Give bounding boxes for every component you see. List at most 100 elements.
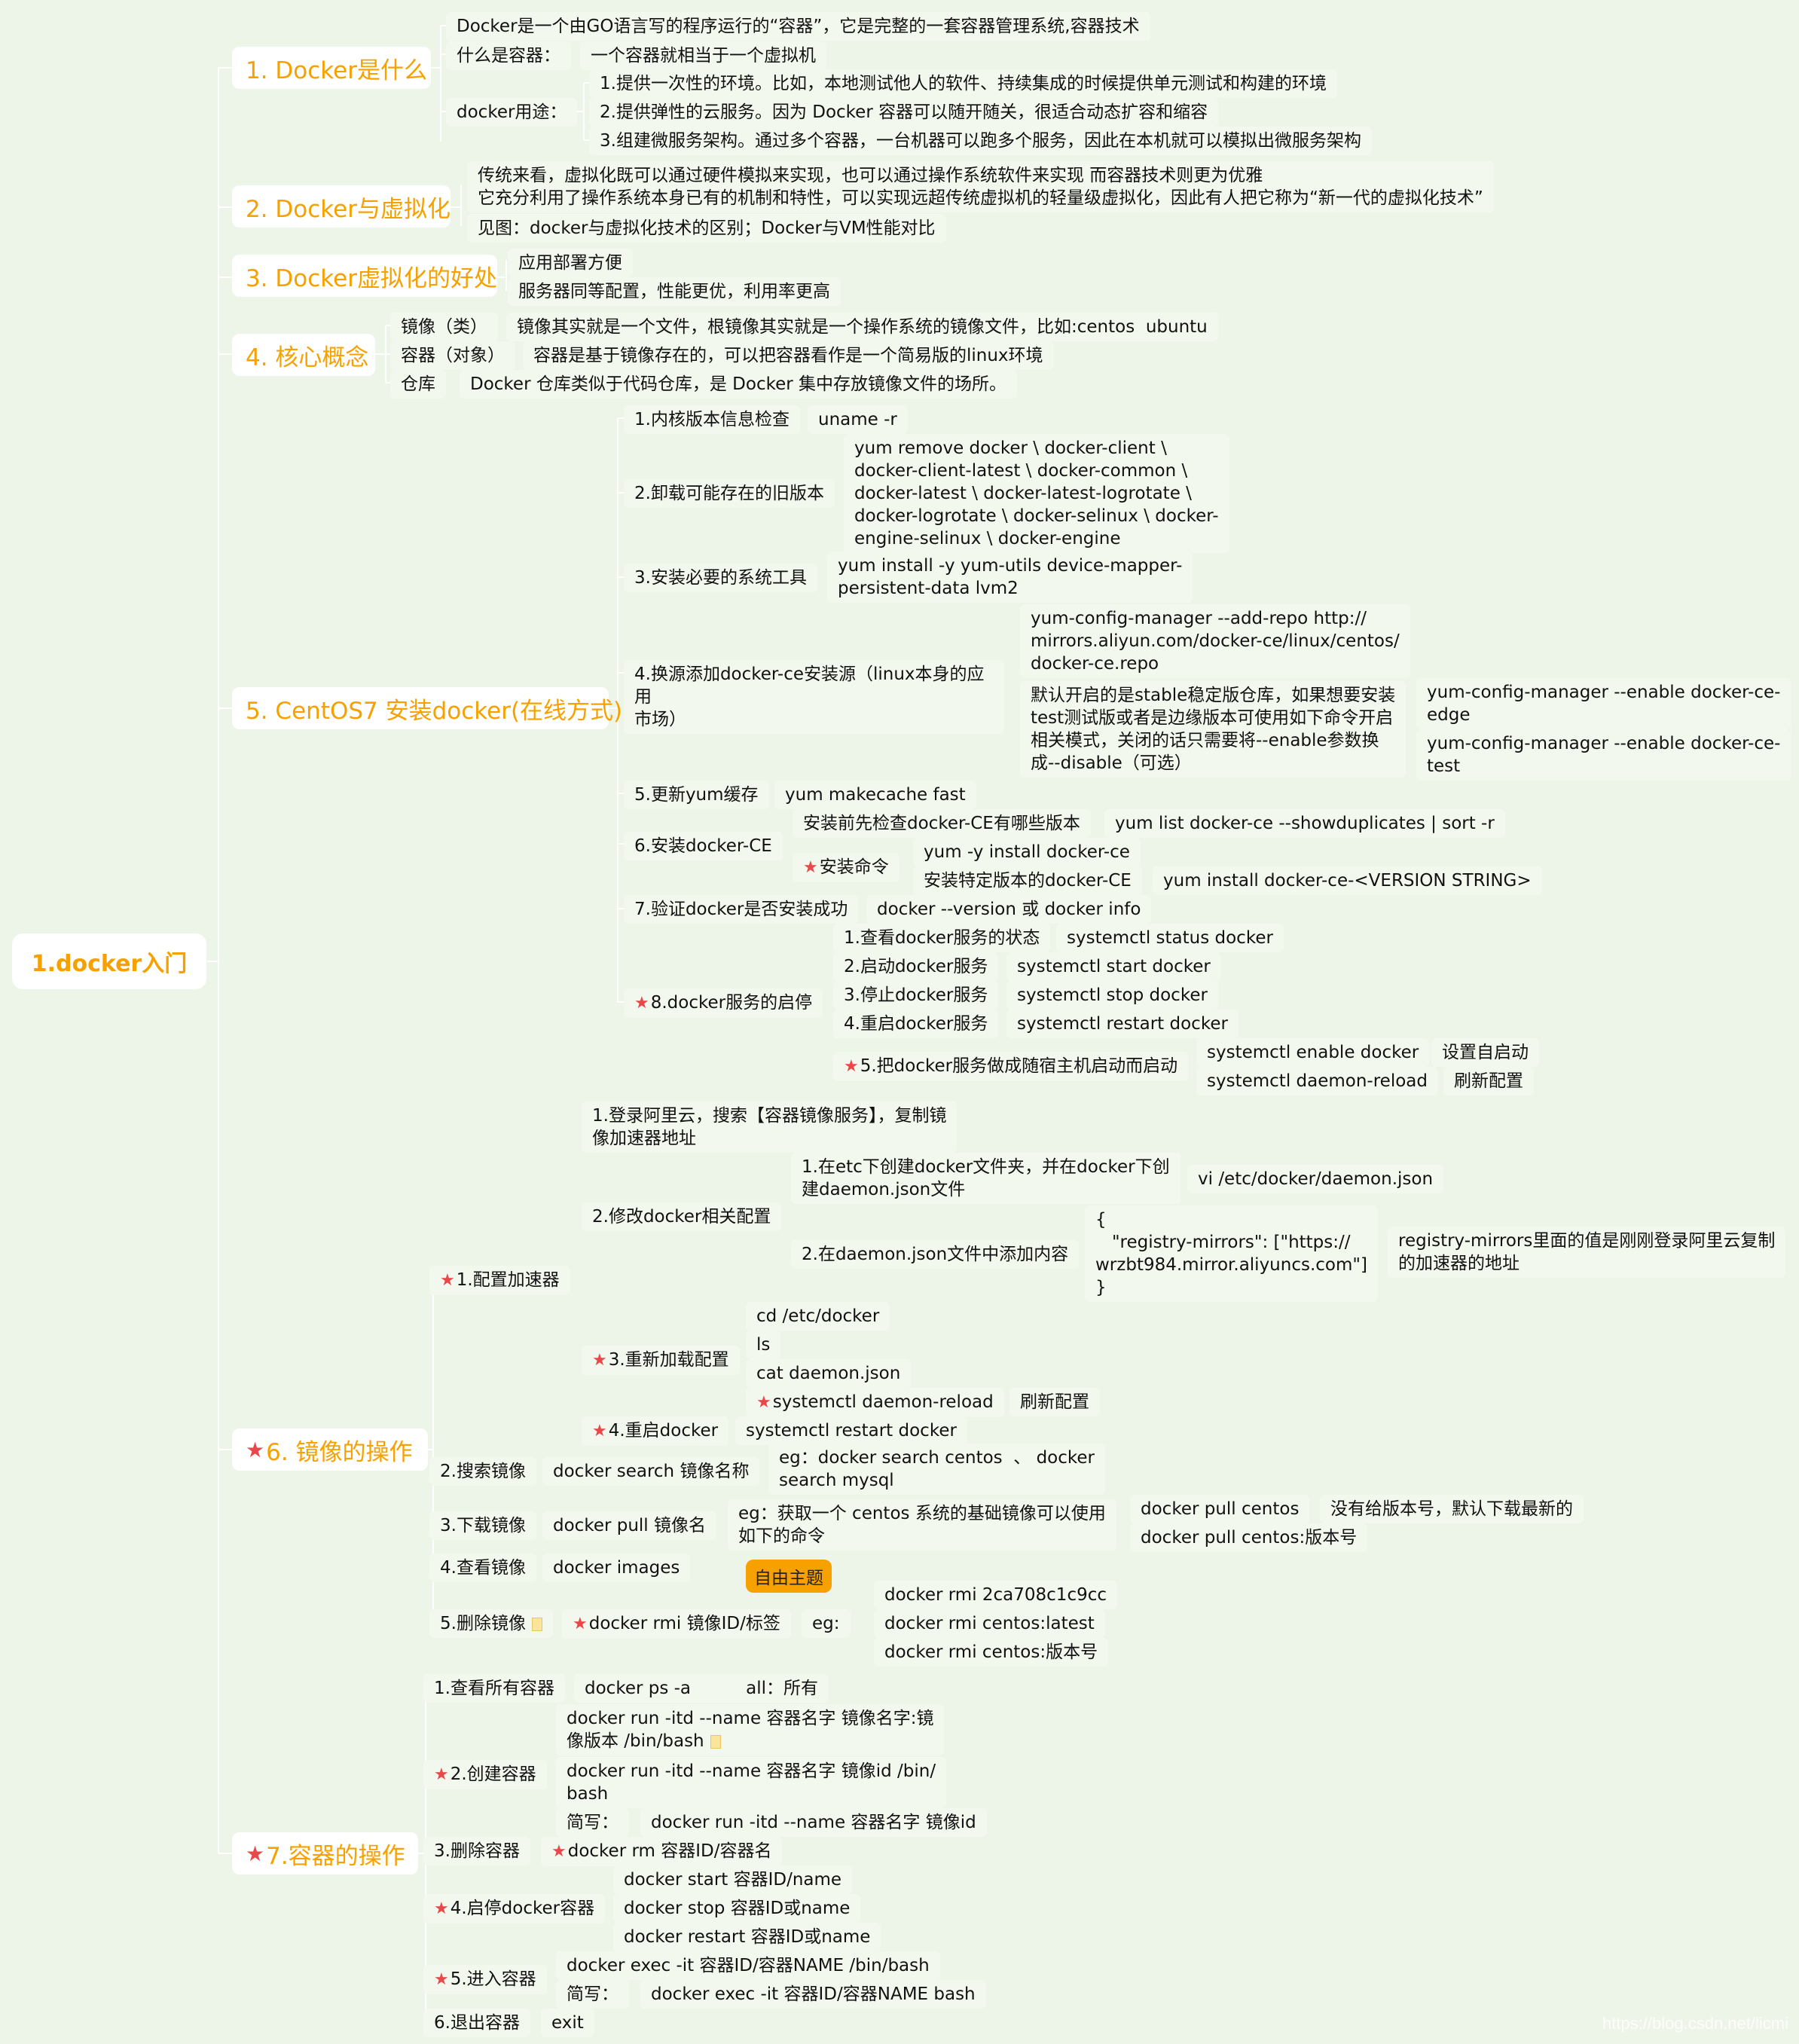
- s6-list-cmd[interactable]: docker images: [542, 1554, 691, 1582]
- s5-step8-item1-cmd[interactable]: systemctl status docker: [1056, 924, 1284, 952]
- s5-step6-cmd-label[interactable]: ★安装命令: [793, 853, 900, 882]
- s5-step4-test[interactable]: yum-config-manager --enable docker-ce- t…: [1416, 729, 1791, 781]
- s1-use-2[interactable]: 2.提供弹性的云服务。因为 Docker 容器可以随开随关，很适合动态扩容和缩容: [589, 98, 1219, 127]
- s4-image-key[interactable]: 镜像（类）: [390, 313, 498, 341]
- s5-step4-edge[interactable]: yum-config-manager --enable docker-ce- e…: [1416, 678, 1791, 729]
- s6-acc-reload[interactable]: ★3.重新加载配置: [582, 1346, 740, 1375]
- s5-step6-cmd2[interactable]: yum install docker-ce-<VERSION STRING>: [1153, 866, 1542, 895]
- s5-step6[interactable]: 6.安装docker-CE: [624, 832, 783, 860]
- s6-acc-add[interactable]: 2.在daemon.json文件中添加内容: [791, 1240, 1080, 1269]
- s4-container-value[interactable]: 容器是基于镜像存在的，可以把容器看作是一个简易版的linux环境: [523, 341, 1054, 370]
- s5-step8-item2[interactable]: 2.启动docker服务: [833, 952, 999, 981]
- s6-acc-add-json[interactable]: { "registry-mirrors": ["https:// wrzbt98…: [1085, 1205, 1378, 1302]
- s6-acc-reload-star-note[interactable]: 刷新配置: [1009, 1388, 1100, 1416]
- free-topic[interactable]: 自由主题: [746, 1560, 832, 1593]
- s6-pull-version[interactable]: docker pull centos:版本号: [1130, 1523, 1368, 1552]
- s7-run[interactable]: ★2.创建容器: [423, 1760, 547, 1789]
- s5-step8-item4[interactable]: 4.重启docker服务: [833, 1010, 999, 1038]
- s6-pull-cmd[interactable]: docker pull 镜像名: [542, 1511, 717, 1540]
- s5-step6-check-cmd[interactable]: yum list docker-ce --showduplicates | so…: [1104, 809, 1505, 838]
- s5-step6-cmd2-label[interactable]: 安装特定版本的docker-CE: [913, 866, 1142, 895]
- section-6-image-ops[interactable]: ★6. 镜像的操作: [232, 1428, 428, 1471]
- s1-use-1[interactable]: 1.提供一次性的环境。比如，本地测试他人的软件、持续集成的时候提供单元测试和构建…: [589, 69, 1337, 98]
- s3-item-2[interactable]: 服务器同等配置，性能更优，利用率更高: [508, 277, 841, 306]
- s1-what-value[interactable]: 一个容器就相当于一个虚拟机: [580, 41, 826, 70]
- s5-step4-repo[interactable]: yum-config-manager --add-repo http:// mi…: [1020, 604, 1410, 678]
- section-7-container-ops[interactable]: ★7.容器的操作: [232, 1832, 418, 1874]
- section-5-centos7-install[interactable]: 5. CentOS7 安装docker(在线方式): [232, 687, 622, 729]
- s5-step8-item2-cmd[interactable]: systemctl start docker: [1006, 952, 1221, 981]
- s5-step1[interactable]: 1.内核版本信息检查: [624, 405, 800, 434]
- s1-use-label[interactable]: docker用途：: [446, 98, 578, 127]
- s6-acc-add-note[interactable]: registry-mirrors里面的值是刚刚登录阿里云复制 的加速器的地址: [1388, 1227, 1786, 1278]
- s5-step3-cmd[interactable]: yum install -y yum-utils device-mapper- …: [827, 551, 1193, 603]
- s5-step8-boot-enable-note[interactable]: 设置自启动: [1431, 1038, 1539, 1067]
- s1-what-label[interactable]: 什么是容器：: [446, 41, 571, 70]
- s6-acc-reload-star[interactable]: ★systemctl daemon-reload: [746, 1388, 1004, 1417]
- s6-rmi-eg2[interactable]: docker rmi centos:latest: [874, 1609, 1105, 1638]
- s7-run-short-cmd[interactable]: docker run -itd --name 容器名字 镜像id: [640, 1808, 987, 1837]
- s6-search[interactable]: 2.搜索镜像: [429, 1457, 536, 1486]
- s1-intro[interactable]: Docker是一个由GO语言写的程序运行的“容器”，它是完整的一套容器管理系统,…: [446, 12, 1150, 41]
- s6-rmi[interactable]: 5.删除镜像: [429, 1609, 553, 1638]
- s7-run-short-label[interactable]: 简写：: [556, 1808, 629, 1837]
- note-icon[interactable]: [531, 1617, 542, 1631]
- s6-acc-reload-cmd1[interactable]: cd /etc/docker: [746, 1302, 890, 1331]
- s7-exec-short-label[interactable]: 简写：: [556, 1980, 629, 2009]
- s7-rm[interactable]: 3.删除容器: [423, 1837, 530, 1865]
- s6-acc-reload-cmd2[interactable]: ls: [746, 1331, 781, 1359]
- s6-acc-reload-cmd3[interactable]: cat daemon.json: [746, 1359, 912, 1388]
- s5-step4-note[interactable]: 默认开启的是stable稳定版仓库，如果想要安装 test测试版或者是边缘版本可…: [1020, 681, 1407, 778]
- s5-step8-boot-reload[interactable]: systemctl daemon-reload: [1196, 1067, 1438, 1095]
- s5-step5-cmd[interactable]: yum makecache fast: [774, 781, 976, 809]
- s5-step8[interactable]: ★8.docker服务的启停: [624, 988, 823, 1018]
- s6-rmi-eg[interactable]: eg:: [802, 1609, 851, 1638]
- s6-acc-restart-cmd[interactable]: systemctl restart docker: [735, 1416, 967, 1445]
- section-2-docker-virtualization[interactable]: 2. Docker与虚拟化: [232, 185, 451, 228]
- s5-step2[interactable]: 2.卸载可能存在的旧版本: [624, 479, 835, 508]
- s5-step3[interactable]: 3.安装必要的系统工具: [624, 564, 817, 592]
- s6-search-cmd[interactable]: docker search 镜像名称: [542, 1457, 760, 1486]
- s5-step6-check[interactable]: 安装前先检查docker-CE有哪些版本: [793, 809, 1091, 838]
- s5-step4[interactable]: 4.换源添加docker-ce安装源（linux本身的应用 市场）: [624, 660, 1004, 734]
- s2-paragraph[interactable]: 传统来看，虚拟化既可以通过硬件模拟来实现，也可以通过操作系统软件来实现 而容器技…: [467, 161, 1494, 212]
- s7-exit[interactable]: 6.退出容器: [423, 2009, 530, 2037]
- s7-exec-short-cmd[interactable]: docker exec -it 容器ID/容器NAME bash: [640, 1980, 986, 2009]
- s5-step8-item3-cmd[interactable]: systemctl stop docker: [1006, 981, 1218, 1010]
- s5-step8-boot-enable[interactable]: systemctl enable docker: [1196, 1038, 1430, 1067]
- s5-step7-cmd[interactable]: docker --version 或 docker info: [866, 895, 1152, 924]
- s5-step8-boot[interactable]: ★5.把docker服务做成随宿主机启动而启动: [833, 1052, 1189, 1081]
- s5-step1-cmd[interactable]: uname -r: [808, 405, 908, 434]
- s6-pull[interactable]: 3.下载镜像: [429, 1511, 536, 1540]
- s7-ps-cmd[interactable]: docker ps -a all：所有: [574, 1674, 829, 1703]
- s7-exec[interactable]: ★5.进入容器: [423, 1965, 547, 1994]
- s6-acc-modify[interactable]: 2.修改docker相关配置: [582, 1202, 782, 1231]
- s6-list[interactable]: 4.查看镜像: [429, 1554, 536, 1582]
- s6-acc-login[interactable]: 1.登录阿里云，搜索【容器镜像服务】，复制镜 像加速器地址: [582, 1101, 958, 1153]
- s6-accelerator[interactable]: ★1.配置加速器: [429, 1266, 570, 1295]
- s7-ctl[interactable]: ★4.启停docker容器: [423, 1894, 606, 1923]
- s2-see-figure[interactable]: 见图：docker与虚拟化技术的区别；Docker与VM性能对比: [467, 214, 946, 243]
- s7-run-cmd1[interactable]: docker run -itd --name 容器名字 镜像名字:镜 像版本 /…: [556, 1704, 945, 1755]
- s4-repo-value[interactable]: Docker 仓库类似于代码仓库，是 Docker 集中存放镜像文件的场所。: [460, 370, 1018, 399]
- section-1-docker-what[interactable]: 1. Docker是什么: [232, 47, 431, 89]
- note-icon[interactable]: [710, 1734, 721, 1749]
- s4-repo-key[interactable]: 仓库: [390, 370, 446, 399]
- s1-use-3[interactable]: 3.组建微服务架构。通过多个容器，一台机器可以跑多个服务，因此在本机就可以模拟出…: [589, 127, 1372, 155]
- s7-exit-cmd[interactable]: exit: [541, 2009, 594, 2037]
- s7-ctl-restart[interactable]: docker restart 容器ID或name: [613, 1923, 881, 1951]
- s4-container-key[interactable]: 容器（对象）: [390, 341, 515, 370]
- s6-pull-latest[interactable]: docker pull centos: [1130, 1495, 1310, 1523]
- s6-search-eg[interactable]: eg：docker search centos 、 docker search …: [768, 1444, 1105, 1495]
- s7-ps[interactable]: 1.查看所有容器: [423, 1674, 565, 1703]
- s5-step8-item1[interactable]: 1.查看docker服务的状态: [833, 924, 1051, 952]
- s5-step2-cmd[interactable]: yum remove docker \ docker-client \ dock…: [844, 434, 1229, 553]
- root-node[interactable]: 1.docker入门: [12, 933, 206, 989]
- s6-rmi-eg1[interactable]: docker rmi 2ca708c1c9cc: [874, 1581, 1118, 1609]
- s7-exec-cmd[interactable]: docker exec -it 容器ID/容器NAME /bin/bash: [556, 1951, 940, 1980]
- s7-rm-cmd[interactable]: ★docker rm 容器ID/容器名: [541, 1837, 783, 1866]
- s6-acc-mkdir[interactable]: 1.在etc下创建docker文件夹，并在docker下创 建daemon.js…: [791, 1153, 1180, 1204]
- s3-item-1[interactable]: 应用部署方便: [508, 249, 633, 277]
- s6-rmi-cmd[interactable]: ★docker rmi 镜像ID/标签: [562, 1609, 791, 1639]
- s7-ctl-stop[interactable]: docker stop 容器ID或name: [613, 1894, 861, 1923]
